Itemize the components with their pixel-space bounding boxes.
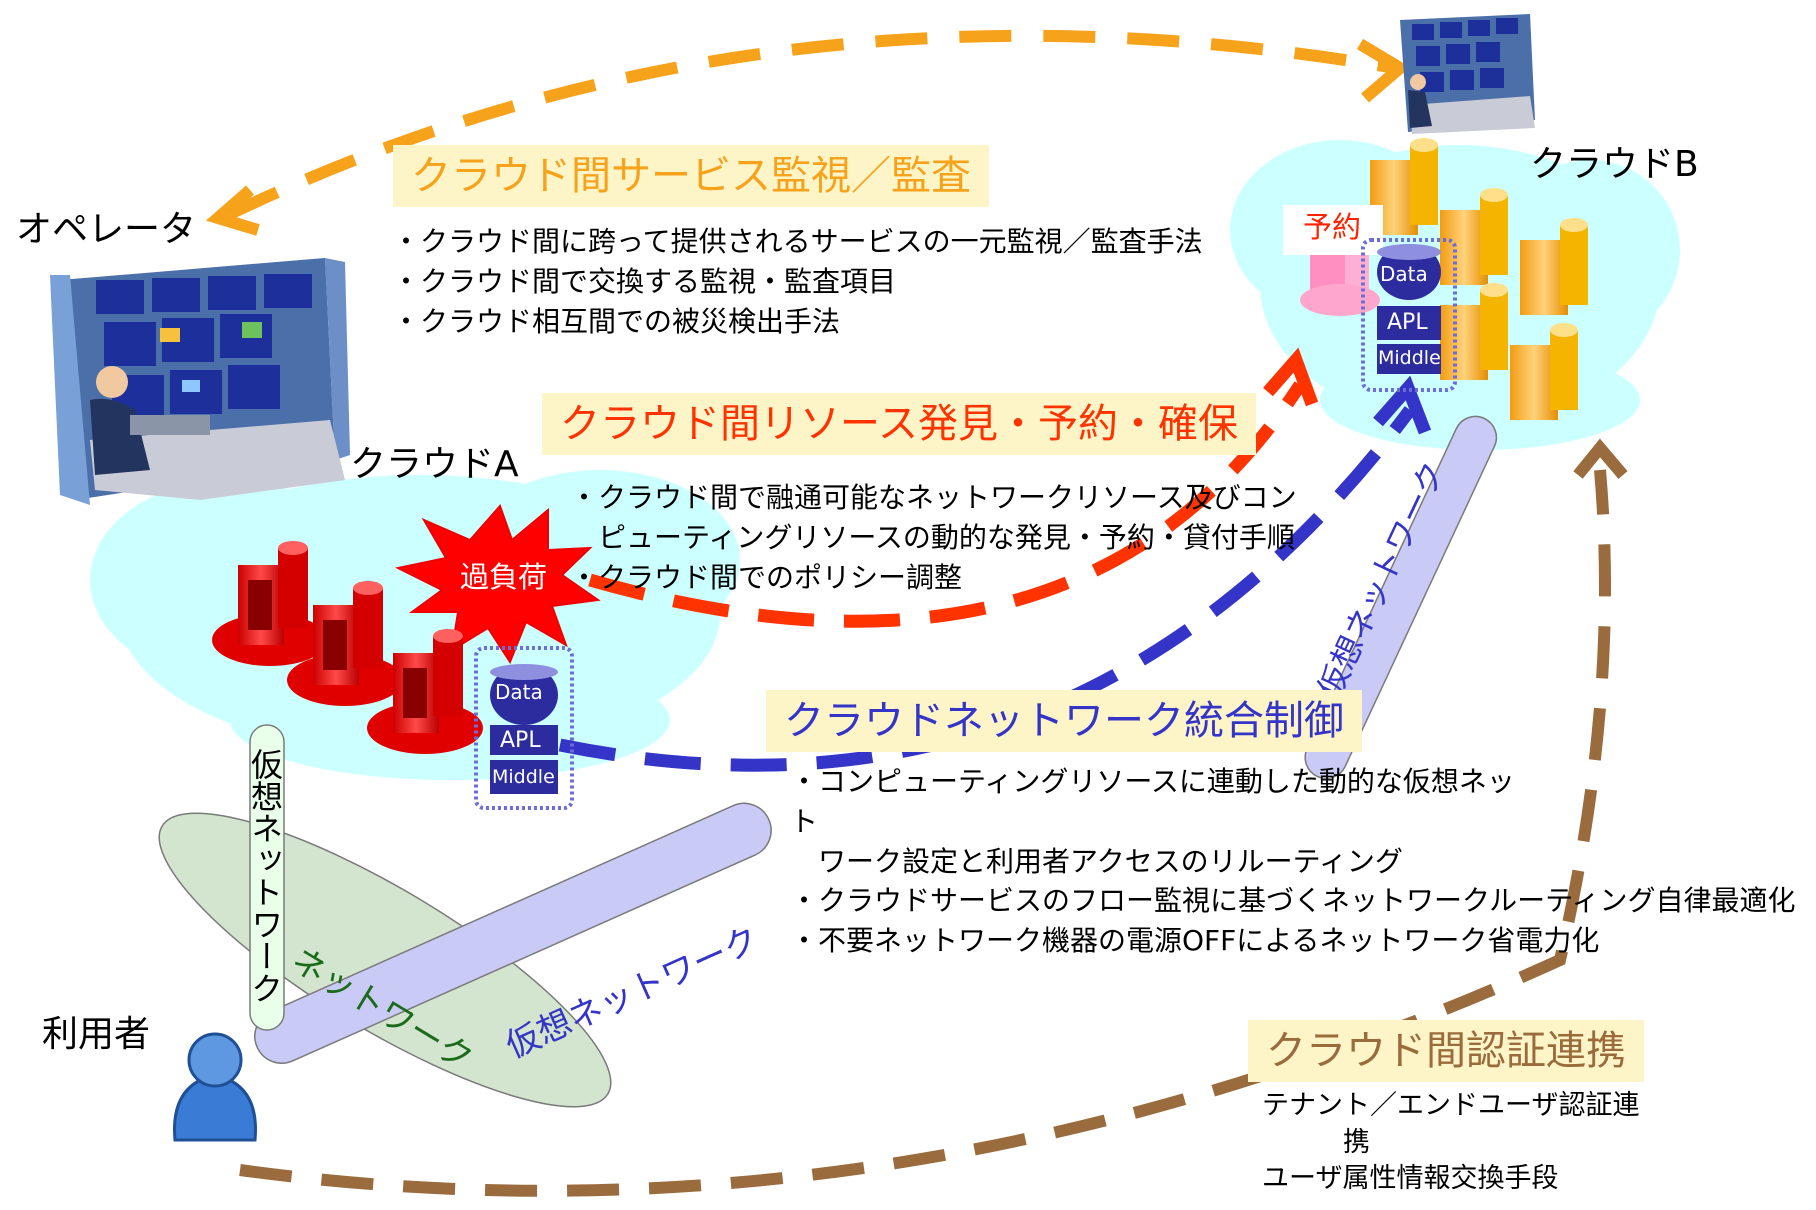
cloud-b-label: クラウドB: [1530, 144, 1699, 185]
cloud-a-data-top: [490, 664, 558, 680]
monitoring-arrow-head-left: [205, 185, 260, 236]
auth-arrow-head: [1573, 438, 1628, 479]
resource-item: ピューティングリソースの動的な発見・予約・貸付手順: [570, 520, 1295, 554]
network-control-item: ト: [790, 804, 819, 838]
cloud-a-data-cylinder: [490, 665, 558, 725]
vnet-bottom-capsule: [254, 802, 772, 1064]
resource-arrow: [588, 381, 1306, 628]
vnet-left-capsule: [249, 724, 285, 1031]
vnet-left-label: 仮想ネットワーク: [246, 748, 284, 1004]
cloud-a-stack-frame: [474, 646, 574, 810]
vnet-right-capsule: [1304, 415, 1498, 780]
cloud-a-middle-label: Middle: [492, 766, 555, 788]
resource-items: ・クラウド間で融通可能なネットワークリソース及びコン ピューティングリソースの動…: [570, 478, 1297, 597]
cloud-a-apl-block: [490, 725, 558, 755]
overload-label: 過負荷: [460, 560, 548, 594]
reserve-label: 予約: [1303, 210, 1362, 244]
cloud-a-data-label: Data: [495, 680, 543, 704]
remote-operator-console-illustration: [1400, 14, 1535, 134]
network-control-item: ワーク設定と利用者アクセスのリルーティング: [790, 844, 1403, 878]
monitoring-title: クラウド間サービス監視／監査: [393, 145, 989, 207]
network-control-title: クラウドネットワーク統合制御: [766, 690, 1362, 752]
monitoring-item: ・クラウド相互間での被災検出手法: [392, 304, 841, 338]
operator-console-illustration: [50, 258, 350, 505]
cloud-b-data-top: [1377, 244, 1441, 260]
auth-item: ユーザ属性情報交換手段: [1262, 1163, 1559, 1195]
overload-burst: [394, 504, 601, 665]
network-control-item: ・コンピューティングリソースに連動した動的な仮想ネッ: [790, 765, 1515, 798]
monitoring-item: ・クラウド間で交換する監視・監査項目: [392, 264, 897, 298]
cloud-b-apl-label: APL: [1387, 310, 1428, 335]
auth-item: 携: [1262, 1126, 1370, 1158]
cloud-a-label: クラウドA: [350, 444, 519, 485]
monitoring-item: ・クラウド間に跨って提供されるサービスの一元監視／監査手法: [392, 225, 1203, 258]
user-icon: [173, 1032, 257, 1142]
cloud-b-data-label: Data: [1380, 262, 1428, 286]
reserve-box: [1283, 205, 1383, 255]
cloud-b-apl-block: [1377, 306, 1441, 340]
operator-label: オペレータ: [16, 209, 197, 250]
cloud-a-middle-block: [490, 760, 558, 794]
monitoring-arrow-head-right: [1356, 38, 1411, 103]
cloud-b-middle-label: Middle: [1378, 347, 1441, 369]
user-label: 利用者: [42, 1014, 151, 1055]
auth-items: テナント／エンドユーザ認証連 携 ユーザ属性情報交換手段: [1262, 1088, 1639, 1198]
network-control-item: ・クラウドサービスのフロー監視に基づくネットワークルーティング自律最適化: [790, 884, 1796, 918]
auth-title: クラウド間認証連携: [1248, 1020, 1644, 1082]
monitoring-arrow: [227, 29, 1397, 220]
resource-item: ・クラウド間でのポリシー調整: [570, 560, 963, 594]
network-control-items: ・コンピューティングリソースに連動した動的な仮想ネッ ト ワーク設定と利用者アク…: [790, 762, 1795, 961]
resource-arrow-head: [1263, 347, 1319, 407]
cloud-b-stack-frame: [1361, 238, 1457, 392]
network-control-arrow-head: [1373, 375, 1432, 435]
monitoring-items: ・クラウド間に跨って提供されるサービスの一元監視／監査手法 ・クラウド間で交換す…: [392, 222, 1203, 341]
cloud-a-servers: [212, 541, 483, 754]
resource-title: クラウド間リソース発見・予約・確保: [542, 393, 1256, 455]
auth-item: テナント／エンドユーザ認証連: [1262, 1090, 1640, 1121]
cloud-a-apl-label: APL: [500, 728, 541, 753]
network-control-item: ・不要ネットワーク機器の電源OFFによるネットワーク省電力化: [790, 924, 1600, 957]
resource-item: ・クラウド間で融通可能なネットワークリソース及びコン: [570, 481, 1297, 514]
cloud-b-middle-block: [1377, 344, 1441, 374]
